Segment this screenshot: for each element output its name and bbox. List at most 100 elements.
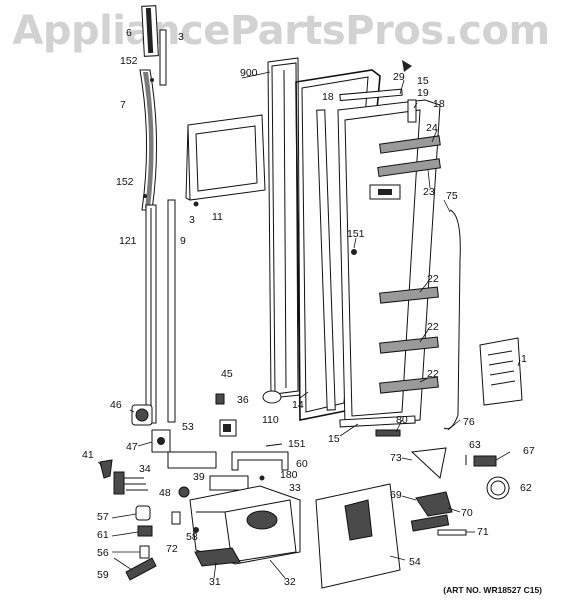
liner-strip-18 [316, 109, 336, 411]
bulb-56 [139, 545, 150, 559]
switch-39 [209, 475, 249, 491]
callout-32: 32 [284, 576, 296, 588]
callout-72: 72 [166, 543, 178, 555]
callout-121: 121 [119, 235, 137, 247]
callout-7: 7 [120, 99, 126, 111]
heater-wire-75 [443, 209, 461, 430]
callout-58: 58 [186, 531, 198, 543]
callout-33: 33 [289, 482, 301, 494]
callout-110: 110 [262, 414, 279, 426]
callout-22-bottom: 22 [427, 368, 439, 380]
bottom-trim-15 [339, 415, 416, 428]
trim-strip-9 [167, 199, 176, 423]
door-handle-7 [139, 69, 158, 211]
callout-1: 1 [521, 353, 527, 365]
screw-152-bottom [143, 194, 147, 198]
callout-22-middle: 22 [427, 321, 439, 333]
callout-15-bottom: 15 [328, 433, 340, 445]
callout-69: 69 [390, 489, 402, 501]
dispenser-cover-54 [315, 483, 401, 589]
callout-19: 19 [417, 87, 429, 99]
callout-61: 61 [97, 529, 109, 541]
harness-41 [99, 459, 113, 479]
callout-18-right: 18 [433, 98, 445, 110]
callout-3-top: 3 [178, 31, 184, 43]
rod-71 [437, 529, 467, 536]
shelf-22-middle [379, 336, 439, 354]
callout-67: 67 [523, 445, 535, 457]
shelf-22-top [379, 286, 439, 304]
outer-door-900 [267, 57, 301, 399]
callout-63: 63 [469, 439, 481, 451]
screw-152-top [150, 78, 154, 82]
callout-180: 180 [280, 469, 298, 481]
trim-strip-6 [141, 5, 159, 57]
callout-15-top: 15 [417, 75, 429, 87]
callout-47: 47 [126, 441, 138, 453]
switch-36 [219, 419, 237, 437]
callout-14: 14 [292, 399, 304, 411]
instruction-card-1 [479, 337, 523, 406]
pin-58 [193, 527, 199, 533]
top-cap-19 [339, 88, 403, 102]
callout-18-left: 18 [322, 91, 334, 103]
callout-46: 46 [110, 399, 122, 411]
callout-22-top: 22 [427, 273, 439, 285]
callout-34: 34 [139, 463, 151, 475]
drip-tray-31 [194, 547, 241, 567]
retainer-18-right [407, 99, 417, 123]
callout-45: 45 [221, 368, 233, 380]
motor-70 [410, 514, 450, 532]
screw-3 [193, 201, 199, 207]
leader-lines [97, 71, 521, 579]
callout-151-lower: 151 [288, 438, 306, 450]
actuator-110 [262, 390, 282, 404]
callout-41: 41 [82, 449, 94, 461]
ice-chute-box [369, 184, 401, 200]
hinge-pin-80 [375, 429, 401, 437]
switch-61 [137, 525, 153, 537]
shelf-24 [379, 135, 441, 154]
callout-29: 29 [393, 71, 405, 83]
hinge-67 [473, 455, 497, 467]
callout-31: 31 [209, 576, 221, 588]
art-number: (ART NO. WR18527 C15) [443, 585, 542, 595]
callout-9: 9 [180, 235, 186, 247]
dispenser-module [189, 485, 301, 565]
bracket-47 [151, 429, 171, 453]
callout-labels: 6 3 152 7 152 3 121 9 11 900 18 29 15 19… [82, 27, 535, 588]
screw-151-upper [351, 249, 357, 255]
callout-152-top: 152 [120, 55, 138, 67]
trim-strip-3 [159, 29, 167, 86]
callout-56: 56 [97, 547, 109, 559]
light-socket-57 [135, 505, 151, 521]
callout-152-bottom: 152 [116, 176, 134, 188]
callout-73: 73 [390, 452, 402, 464]
callout-62: 62 [520, 482, 532, 494]
callout-53: 53 [182, 421, 194, 433]
callout-57: 57 [97, 511, 109, 523]
callout-80: 80 [396, 414, 408, 426]
bushing-62 [486, 476, 510, 500]
light-46 [131, 404, 153, 426]
callout-6: 6 [126, 27, 132, 39]
spring-180 [259, 475, 265, 481]
callout-54: 54 [409, 556, 421, 568]
switch-45 [215, 393, 225, 405]
callout-900: 900 [240, 67, 258, 79]
callout-70: 70 [461, 507, 473, 519]
harness-34 [113, 471, 148, 495]
callout-60: 60 [296, 458, 308, 470]
lever-59 [125, 557, 157, 581]
callout-23: 23 [423, 186, 435, 198]
latch-72 [171, 511, 181, 525]
callout-11: 11 [212, 211, 223, 223]
shelf-22-bottom [379, 376, 439, 394]
actuator-60 [231, 451, 289, 471]
shelf-23 [377, 158, 441, 177]
damper-69 [415, 491, 453, 517]
callout-3-lower: 3 [189, 214, 195, 226]
callout-39: 39 [193, 471, 205, 483]
